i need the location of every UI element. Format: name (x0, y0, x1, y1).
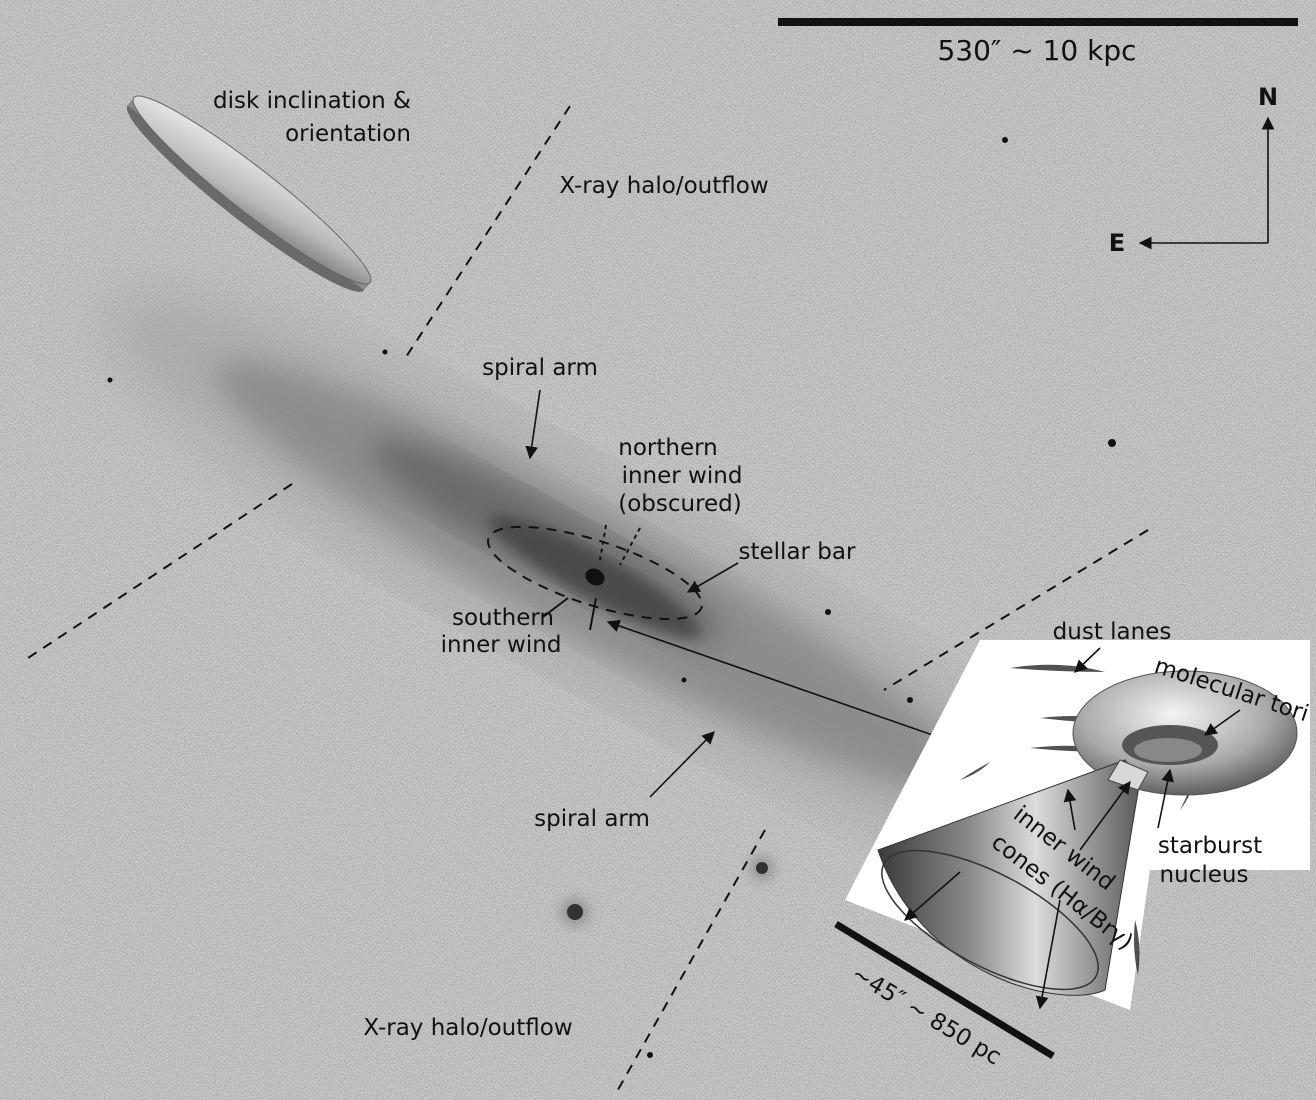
disk-inclination-icon (126, 95, 372, 292)
xray-boundary-top (405, 105, 571, 358)
inner-wind-arrow (1063, 788, 1077, 831)
xray-boundary-right (883, 529, 1149, 691)
inner-wind-cone (877, 759, 1149, 1010)
starburst-label-line2: nucleus (1160, 862, 1249, 888)
inset-scale-bar (834, 921, 1055, 1059)
dust-lanes-arrow (1074, 647, 1101, 673)
southern-wind-label-line1: southern (452, 605, 554, 631)
northern-wind-label-line2: inner wind (622, 463, 743, 489)
southern-wind-cone-lines (542, 597, 597, 631)
northern-wind-label-line1: northern (618, 435, 717, 461)
nucleus-inset: dust lanes molecular tori inner wind con… (834, 619, 1312, 1070)
southern-wind-label-line2: inner wind (441, 632, 562, 658)
galaxy (103, 293, 1087, 861)
starburst-label-line1: starburst (1158, 833, 1262, 859)
starburst-arrow-a (1079, 780, 1131, 851)
spiral-arm-label-top: spiral arm (482, 355, 598, 381)
northern-wind-label-line3: (obscured) (618, 491, 742, 517)
xray-boundary-bottom (614, 829, 766, 1096)
scale-bar-label: 530″ ~ 10 kpc (937, 34, 1136, 67)
xray-label-top: X-ray halo/outflow (559, 173, 768, 199)
disk-label-line1: disk inclination & (213, 88, 411, 114)
compass-north-label: N (1258, 83, 1278, 111)
spiral-arm-arrow-top (525, 389, 541, 460)
spiral-arm-arrow-bottom (649, 731, 715, 798)
xray-label-bottom: X-ray halo/outflow (363, 1015, 572, 1041)
disk-label-line2: orientation (285, 121, 411, 147)
star-blur (561, 856, 774, 926)
stellar-bar-arrow (686, 562, 739, 593)
inset-connector-arrow (606, 619, 991, 756)
stellar-bar-outline (487, 525, 703, 621)
stellar-bar-label: stellar bar (739, 539, 856, 565)
molecular-tori-arrow (1203, 709, 1241, 736)
compass: N E (1109, 83, 1278, 257)
starburst-arrow-b (1157, 768, 1174, 829)
spiral-arm-label-bottom: spiral arm (534, 806, 650, 832)
compass-east-label: E (1109, 229, 1125, 257)
dust-lanes-label: dust lanes (1053, 619, 1172, 645)
